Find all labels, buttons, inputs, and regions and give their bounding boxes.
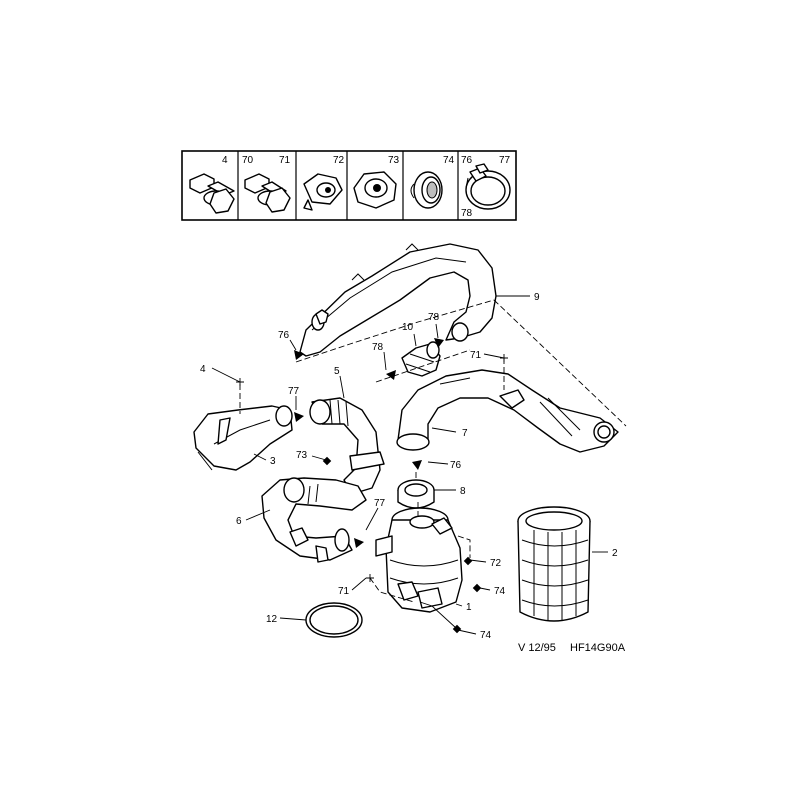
arrow-marker-78-right xyxy=(434,338,444,348)
callout-5: 5 xyxy=(334,366,340,377)
legend-label-77: 77 xyxy=(499,155,511,166)
arrow-marker-76-mid xyxy=(412,460,422,470)
arrow-marker-78-left xyxy=(386,370,396,380)
fastener-legend: 4 70 71 72 xyxy=(181,150,517,221)
nut-marker-73 xyxy=(322,456,332,466)
callout-74-right: 74 xyxy=(494,586,506,597)
air-scoop-bracket xyxy=(193,405,293,471)
callout-76-mid: 76 xyxy=(450,460,462,471)
callout-77-mid: 77 xyxy=(374,498,386,509)
flange-bolt-icon xyxy=(244,173,291,213)
callout-10: 10 xyxy=(402,322,414,333)
rubber-sleeve xyxy=(401,341,441,377)
callout-73: 73 xyxy=(296,450,308,461)
lower-hose xyxy=(261,477,367,563)
legend-cell-70-71: 70 71 xyxy=(242,155,291,213)
seal-ring xyxy=(397,479,435,509)
legend-label-74: 74 xyxy=(443,155,455,166)
callout-71-top: 71 xyxy=(470,350,482,361)
leader-lines xyxy=(211,295,627,635)
hose-clamp-icon xyxy=(465,163,511,210)
legend-cell-76-77-78: 76 77 78 xyxy=(461,155,511,219)
callout-2: 2 xyxy=(612,548,618,559)
o-ring xyxy=(305,602,363,638)
bolt-icon xyxy=(189,173,235,214)
legend-label-71: 71 xyxy=(279,155,291,166)
legend-cell-72: 72 xyxy=(303,155,345,211)
legend-cell-74: 74 xyxy=(410,155,455,209)
callout-71-low: 71 xyxy=(338,586,350,597)
legend-label-78: 78 xyxy=(461,208,473,219)
callout-78-right: 78 xyxy=(428,312,440,323)
legend-label-4: 4 xyxy=(222,155,228,166)
hex-nut-icon xyxy=(353,171,397,209)
legend-label-70: 70 xyxy=(242,155,254,166)
legend-label-76: 76 xyxy=(461,155,473,166)
callout-6: 6 xyxy=(236,516,242,527)
filter-element xyxy=(517,506,591,622)
reference-code: HF14G90A xyxy=(570,642,626,654)
filter-housing xyxy=(375,507,463,613)
callout-12: 12 xyxy=(266,614,278,625)
callout-labels: 9 76 10 78 78 71 4 77 5 7 3 73 76 8 6 77… xyxy=(200,292,618,641)
callout-72: 72 xyxy=(490,558,502,569)
legend-cell-4: 4 xyxy=(189,155,235,214)
clip-nut-icon xyxy=(303,173,343,211)
legend-cell-73: 73 xyxy=(353,155,400,209)
intake-duct-upper xyxy=(299,243,497,357)
reference-date: V 12/95 xyxy=(518,642,556,654)
callout-76-top: 76 xyxy=(278,330,290,341)
callout-77-left: 77 xyxy=(288,386,300,397)
intake-duct-curved xyxy=(396,369,619,453)
callout-1: 1 xyxy=(466,602,472,613)
bellows-elbow xyxy=(309,397,385,495)
arrow-marker-76-top xyxy=(294,350,304,360)
legend-label-72: 72 xyxy=(333,155,345,166)
callout-8: 8 xyxy=(460,486,466,497)
grommet-icon xyxy=(410,171,443,209)
assembly-markers xyxy=(294,338,482,634)
grommet-marker-74-right xyxy=(472,583,482,593)
legend-label-73: 73 xyxy=(388,155,400,166)
nut-marker-72 xyxy=(463,556,473,566)
callout-9: 9 xyxy=(534,292,540,303)
callout-78-left: 78 xyxy=(372,342,384,353)
arrow-marker-77-left xyxy=(294,412,304,422)
drawing-reference: V 12/95 HF14G90A xyxy=(518,642,626,654)
callout-4: 4 xyxy=(200,364,206,375)
cross-markers xyxy=(236,354,508,582)
arrow-marker-77-mid xyxy=(354,538,364,548)
callout-7: 7 xyxy=(462,428,468,439)
callout-74-low: 74 xyxy=(480,630,492,641)
callout-3: 3 xyxy=(270,456,276,467)
